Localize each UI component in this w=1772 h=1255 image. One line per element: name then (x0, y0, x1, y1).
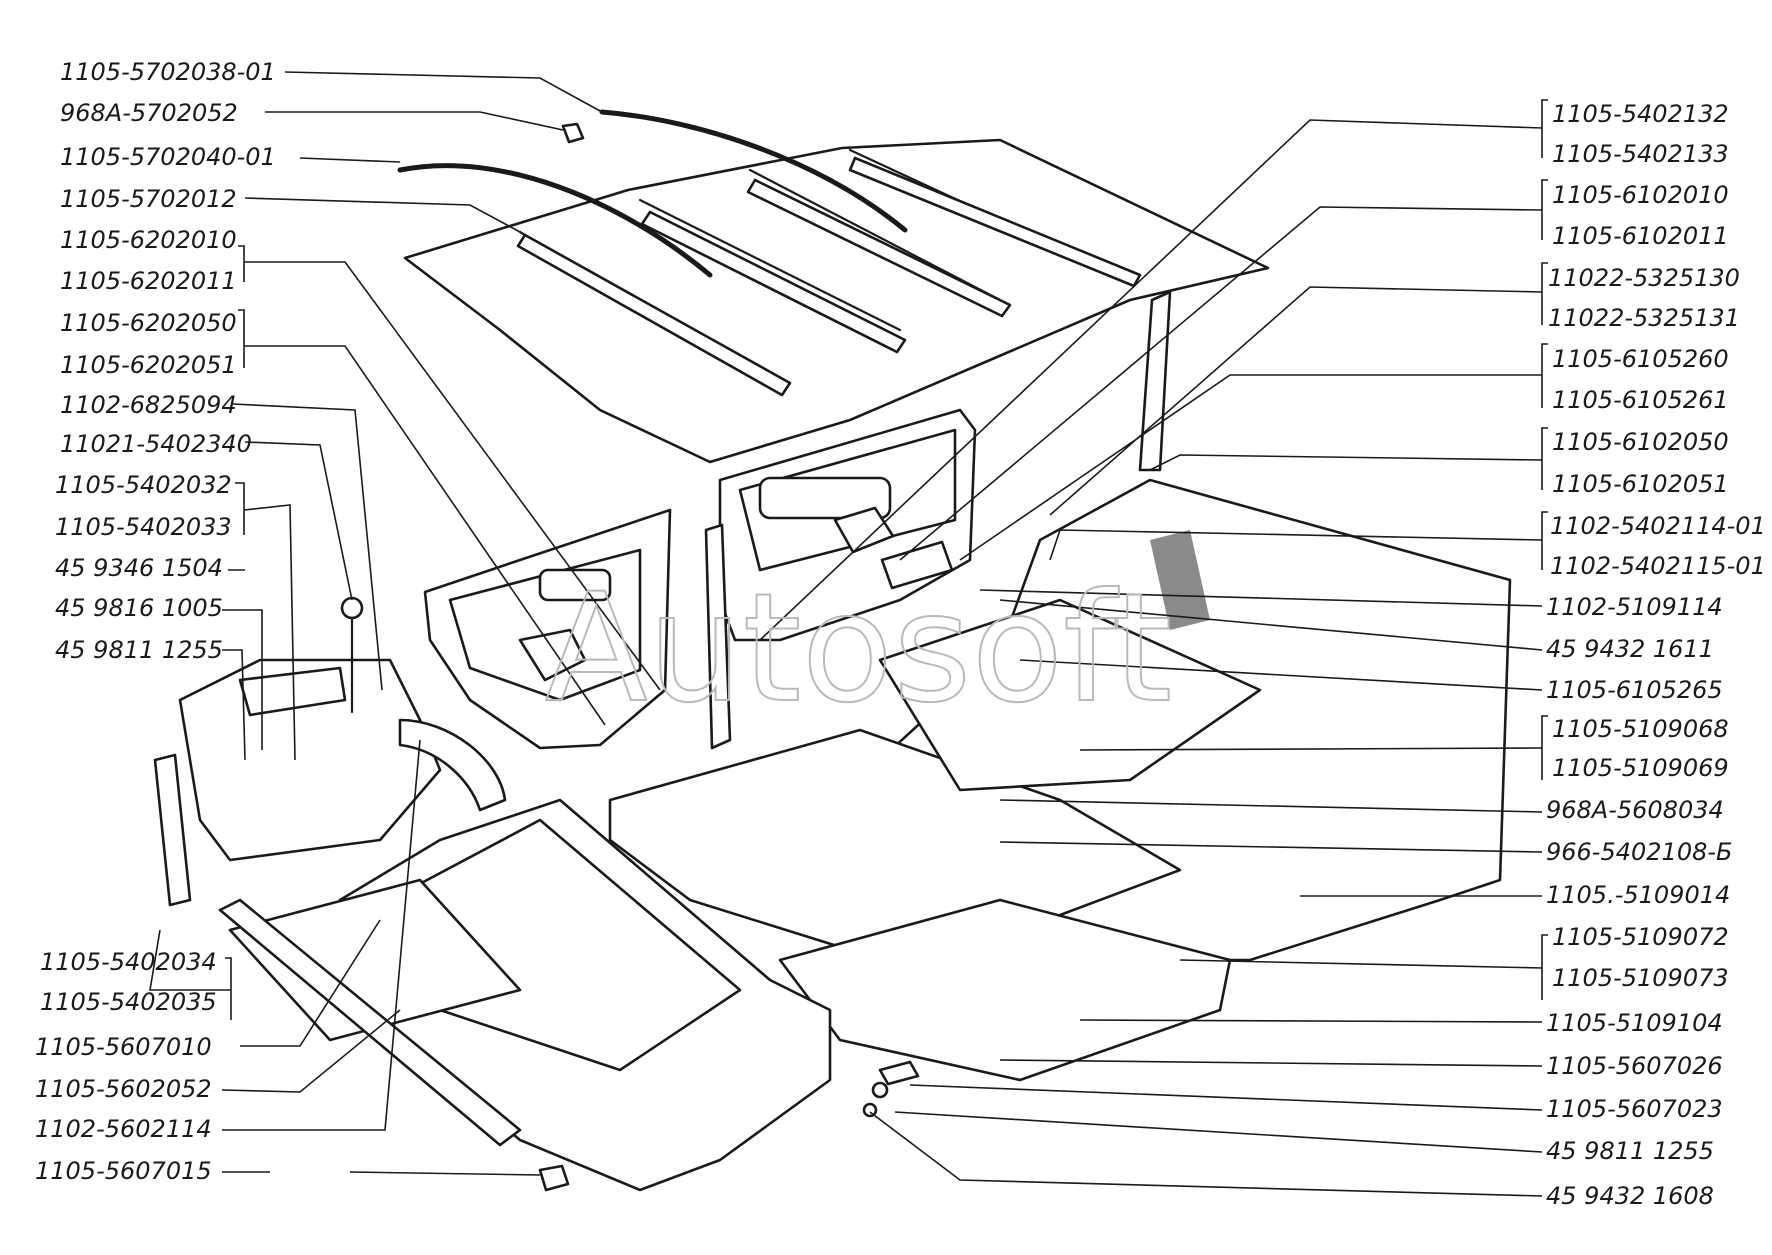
part-label: 1105-5109104 (1546, 1009, 1723, 1037)
part-label: 1105-5402035 (40, 988, 217, 1016)
part-label: 1105-5702012 (60, 185, 237, 213)
part-label: 45 9811 1255 (55, 636, 223, 664)
part-label: 1105-6105260 (1552, 345, 1729, 373)
part-label: 11021-5402340 (60, 430, 252, 458)
part-label: 1102-5109114 (1546, 593, 1723, 621)
part-label: 1105-6102050 (1552, 428, 1729, 456)
roof-panel (403, 138, 1270, 464)
part-label: 45 9816 1005 (55, 594, 223, 622)
part-label: 45 9432 1608 (1546, 1182, 1714, 1210)
pillar-trims (704, 290, 1172, 750)
part-label: 1102-5602114 (35, 1115, 212, 1143)
part-label: 1102-5402115-01 (1550, 552, 1766, 580)
wheel-arch-trim (178, 596, 507, 862)
part-label: 11022-5325131 (1548, 304, 1740, 332)
rear-door-trim (423, 508, 672, 750)
left-part-labels: 1105-5702038-01 968A-5702052 1105-570204… (35, 58, 276, 1185)
part-label: 1105-5702038-01 (60, 58, 276, 86)
roof-rails (397, 109, 908, 278)
part-label: 968A-5702052 (60, 99, 238, 127)
part-label: 1105-6202051 (60, 351, 237, 379)
part-label: 45 9346 1504 (55, 554, 223, 582)
part-label: 1105-5607010 (35, 1033, 212, 1061)
part-label: 1105-5109069 (1552, 754, 1729, 782)
part-label: 45 9811 1255 (1546, 1137, 1714, 1165)
part-label: 11022-5325130 (1548, 264, 1740, 292)
part-label: 1105-6202011 (60, 267, 237, 295)
part-label: 968A-5608034 (1546, 796, 1724, 824)
part-label: 1105-5402033 (55, 513, 232, 541)
watermark: Autosoft (545, 562, 1172, 736)
part-label: 1102-6825094 (60, 391, 237, 419)
part-label: 1105-5109068 (1552, 715, 1729, 743)
part-label: 1105-5402034 (40, 948, 217, 976)
part-label: 1105-5109073 (1552, 964, 1729, 992)
part-label: 1105-5402132 (1552, 100, 1729, 128)
part-label: 1105-6102010 (1552, 181, 1729, 209)
part-label: 1102-5402114-01 (1550, 512, 1766, 540)
part-label: 1105.-5109014 (1546, 881, 1730, 909)
trunk-compartment (153, 753, 832, 1192)
part-label: 1105-5607026 (1546, 1052, 1723, 1080)
right-part-labels: 1105-5402132 1105-5402133 1105-6102010 1… (1546, 100, 1766, 1210)
part-label: 1105-5402133 (1552, 140, 1729, 168)
part-label: 1105-5702040-01 (60, 143, 276, 171)
part-label: 1105-5602052 (35, 1075, 212, 1103)
part-label: 1105-6202010 (60, 226, 237, 254)
part-label: 1105-6105265 (1546, 676, 1723, 704)
part-label: 1105-5402032 (55, 471, 232, 499)
part-label: 1105-6105261 (1552, 386, 1729, 414)
part-label: 966-5402108-Б (1546, 838, 1732, 866)
part-label: 1105-5607023 (1546, 1095, 1723, 1123)
part-label: 1105-5109072 (1552, 923, 1729, 951)
part-label: 1105-6102051 (1552, 470, 1729, 498)
leader-lines-right (759, 99, 1548, 1197)
part-label: 45 9432 1611 (1546, 635, 1714, 663)
part-label: 1105-5607015 (35, 1157, 212, 1185)
part-label: 1105-6102011 (1552, 222, 1729, 250)
leader-lines-left (149, 71, 661, 1176)
part-label: 1105-6202050 (60, 309, 237, 337)
fasteners (538, 1060, 920, 1192)
